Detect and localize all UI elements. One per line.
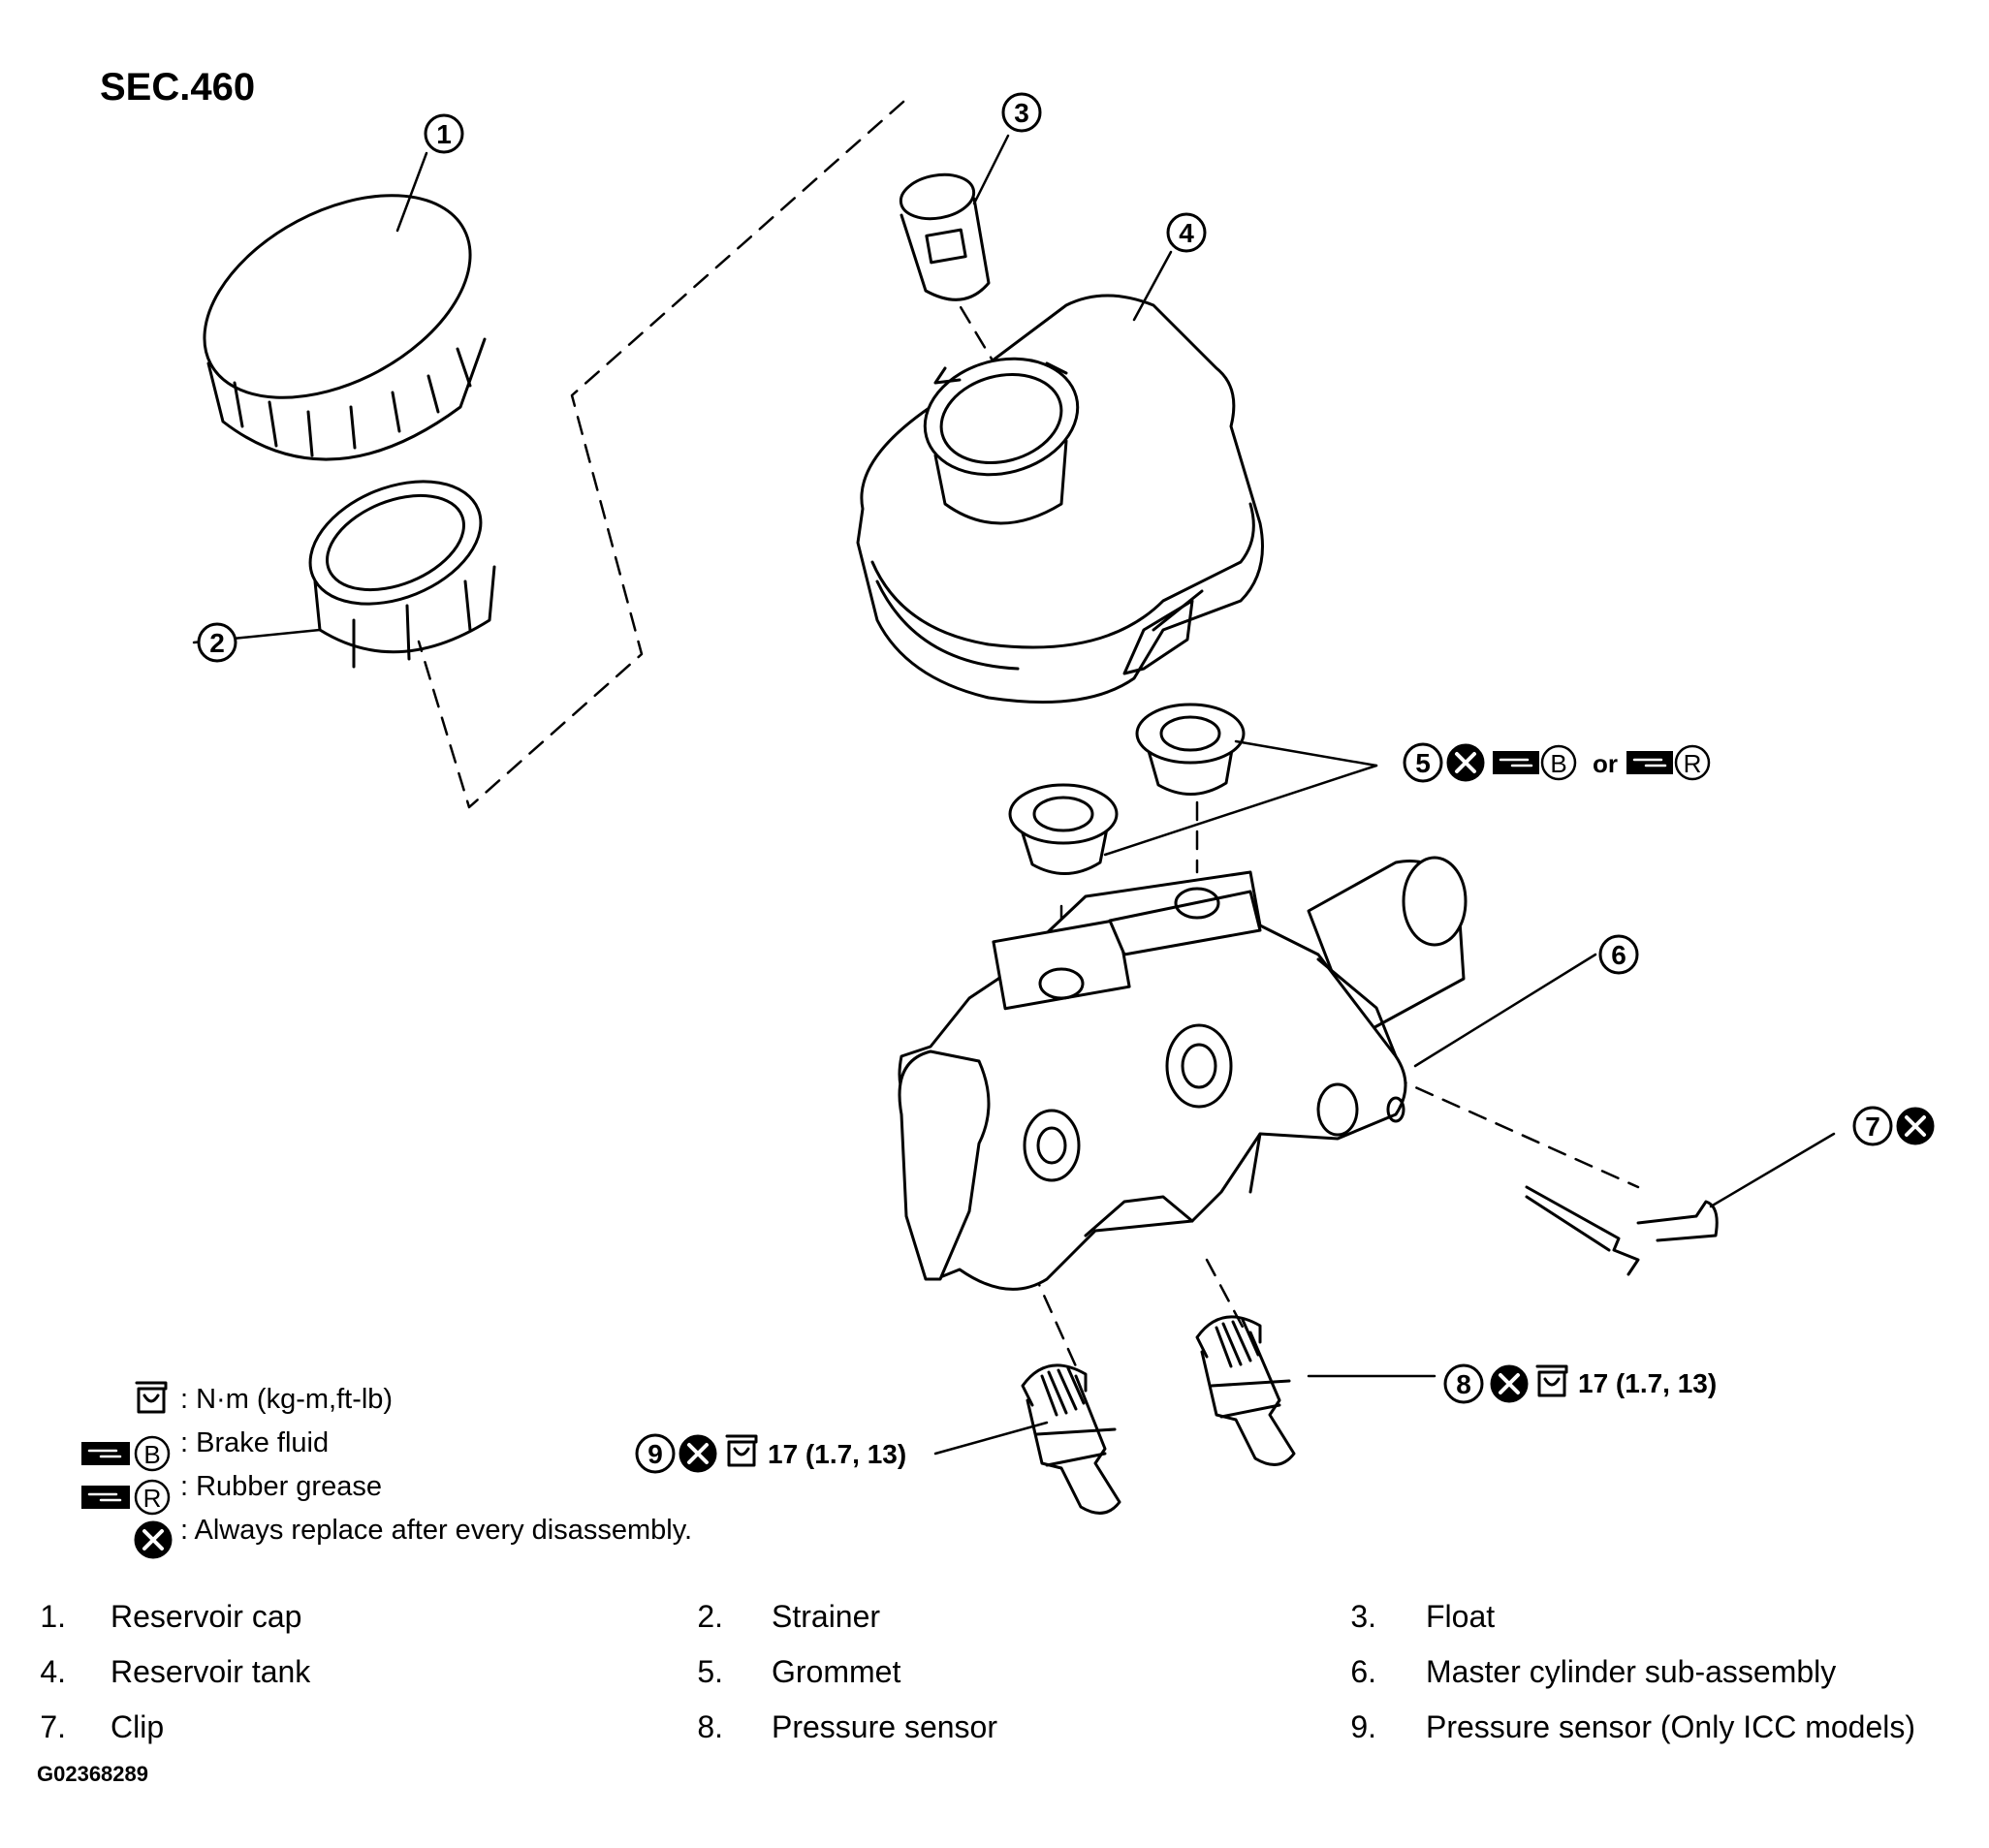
callout-7: 7 bbox=[1852, 1106, 1893, 1146]
part-name-4: Reservoir tank bbox=[110, 1654, 311, 1689]
reservoir-cap bbox=[203, 194, 487, 461]
torque-icon bbox=[1535, 1364, 1568, 1397]
legend-brake-fluid: : Brake fluid bbox=[180, 1427, 330, 1458]
fluid-can-icons bbox=[81, 751, 1673, 1509]
part-name-9: Pressure sensor (Only ICC models) bbox=[1426, 1709, 1916, 1744]
legend-rubber-grease-letter: R bbox=[134, 1479, 171, 1516]
svg-text:4: 4 bbox=[1179, 218, 1194, 248]
callout-8: 8 bbox=[1443, 1363, 1484, 1404]
letter-circles: B R B R bbox=[134, 744, 1711, 1516]
grommet-lower bbox=[1008, 783, 1119, 875]
part-name-3: Float bbox=[1426, 1599, 1496, 1634]
svg-text:R: R bbox=[1684, 749, 1702, 778]
legend-brake-fluid-letter: B bbox=[134, 1435, 171, 1472]
section-label: SEC.460 bbox=[100, 66, 256, 109]
legend-replace: : Always replace after every disassembly… bbox=[180, 1515, 693, 1546]
svg-text:6: 6 bbox=[1611, 940, 1626, 970]
brake-fluid-letter: B bbox=[1540, 744, 1577, 781]
part-name-6: Master cylinder sub-assembly bbox=[1426, 1654, 1837, 1689]
torque-icon bbox=[725, 1434, 758, 1467]
part-name-7: Clip bbox=[110, 1709, 165, 1744]
grommet-or-text: or bbox=[1593, 749, 1618, 778]
part-num-4: 4. bbox=[40, 1654, 66, 1689]
svg-text:B: B bbox=[143, 1440, 160, 1469]
reservoir-tank bbox=[856, 294, 1264, 704]
replace-icon bbox=[1446, 743, 1485, 782]
svg-text:3: 3 bbox=[1014, 98, 1029, 128]
svg-text:7: 7 bbox=[1865, 1112, 1880, 1142]
rubber-grease-icon bbox=[1626, 751, 1673, 774]
callout-9: 9 bbox=[635, 1433, 676, 1474]
figure-id: G02368289 bbox=[37, 1762, 148, 1786]
torque-icon bbox=[135, 1381, 168, 1414]
part-name-1: Reservoir cap bbox=[110, 1599, 302, 1634]
svg-text:5: 5 bbox=[1415, 748, 1431, 778]
replace-icon bbox=[1896, 1107, 1935, 1145]
svg-text:1: 1 bbox=[436, 119, 452, 149]
legend-rubber-grease: : Rubber grease bbox=[180, 1471, 382, 1502]
callout-2: 2 bbox=[197, 622, 237, 663]
replace-icon bbox=[134, 1520, 173, 1559]
callout-1: 1 bbox=[424, 113, 464, 154]
rubber-grease-letter: R bbox=[1674, 744, 1711, 781]
part-num-3: 3. bbox=[1350, 1599, 1376, 1634]
callout-4: 4 bbox=[1166, 212, 1207, 253]
svg-text:8: 8 bbox=[1456, 1369, 1471, 1399]
brake-fluid-icon bbox=[1493, 751, 1539, 774]
torque-icons bbox=[135, 1364, 1568, 1467]
callout-5: 5 bbox=[1403, 742, 1443, 783]
grommet-upper bbox=[1135, 703, 1246, 796]
part-num-7: 7. bbox=[40, 1709, 66, 1744]
replace-icon bbox=[1490, 1364, 1529, 1403]
part-num-6: 6. bbox=[1350, 1654, 1376, 1689]
part-num-8: 8. bbox=[697, 1709, 723, 1744]
part-name-5: Grommet bbox=[772, 1654, 901, 1689]
part-num-1: 1. bbox=[40, 1599, 66, 1634]
legend-torque: : N·m (kg-m,ft-lb) bbox=[180, 1384, 394, 1415]
torque-value-9: 17 (1.7, 13) bbox=[768, 1439, 906, 1469]
clip bbox=[1525, 1185, 1719, 1276]
callout-6: 6 bbox=[1598, 934, 1639, 975]
strainer bbox=[308, 480, 496, 669]
callouts: 1 2 3 4 5 6 7 8 9 bbox=[197, 92, 1893, 1474]
part-num-9: 9. bbox=[1350, 1709, 1376, 1744]
part-num-5: 5. bbox=[697, 1654, 723, 1689]
svg-text:9: 9 bbox=[647, 1439, 663, 1469]
rubber-grease-icon bbox=[81, 1486, 130, 1509]
part-name-8: Pressure sensor bbox=[772, 1709, 997, 1744]
pressure-sensor-8 bbox=[1195, 1315, 1296, 1466]
callout-3: 3 bbox=[1001, 92, 1042, 133]
svg-text:2: 2 bbox=[209, 628, 225, 658]
replace-icon bbox=[679, 1434, 717, 1473]
part-name-2: Strainer bbox=[772, 1599, 881, 1634]
part-num-2: 2. bbox=[697, 1599, 723, 1634]
brake-fluid-icon bbox=[81, 1442, 130, 1465]
pressure-sensor-9 bbox=[1021, 1363, 1121, 1515]
replace-icons bbox=[134, 743, 1935, 1559]
float bbox=[899, 172, 991, 301]
svg-text:B: B bbox=[1550, 749, 1566, 778]
svg-text:R: R bbox=[143, 1484, 162, 1513]
torque-value-8: 17 (1.7, 13) bbox=[1578, 1368, 1717, 1398]
leader-lines bbox=[192, 134, 1836, 1456]
master-cylinder bbox=[898, 856, 1468, 1291]
